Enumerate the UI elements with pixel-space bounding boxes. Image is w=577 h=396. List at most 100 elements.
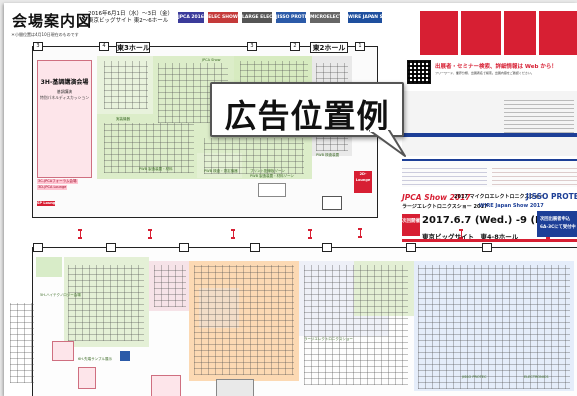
ad-block-red-4	[539, 11, 577, 55]
map-note: ＊小間位置は4月10日現在のものです	[11, 32, 79, 37]
keynote-line: 特別パネルディスカッション	[39, 95, 90, 100]
booth-grid	[104, 123, 194, 173]
booth-box	[258, 183, 286, 197]
logo-large-electronics: LARGE ELECTRONICS	[242, 12, 272, 23]
seminar-room	[52, 341, 74, 361]
door-marker: 4	[99, 42, 109, 51]
ad-position-callout: 広告位置例	[210, 82, 404, 137]
booth-grid	[204, 138, 304, 174]
zone-orange-light	[199, 288, 239, 328]
logo-elec: ELEC SHOW	[208, 12, 238, 23]
zone-label: PWB 検査・測定機器	[204, 169, 238, 173]
keynote-hall: 3H-基調講演会場 基調講演 特別パネルディスカッション	[37, 60, 92, 178]
zone-label: PWB 製造装置・材料	[139, 167, 173, 171]
show-line-large: ラージエレクトロニクスショー 2017	[402, 204, 488, 210]
zone-label: JPCA Show	[202, 58, 221, 62]
door-marker: 3	[247, 42, 257, 51]
venue-line: 東京ビッグサイト 東2～6ホール	[88, 18, 169, 24]
passage-arrow	[148, 229, 152, 239]
zone-green-mid	[354, 261, 414, 316]
event-date: 2016年6月1日（水）～3日（金） 東京ビッグサイト 東2～6ホール	[88, 11, 173, 25]
logo-wire-japan: WIRE JAPAN SHOW	[348, 12, 382, 23]
sp-lounge-left: SP Lounge	[37, 201, 58, 206]
next-apply-line1: 次回出展者申込	[540, 217, 571, 222]
door-marker: 3	[33, 42, 43, 51]
booth-grid	[10, 303, 34, 383]
zone-label: PWB 製造装置・材料ゾーン	[250, 174, 294, 178]
door-marker: 2	[290, 42, 300, 51]
hall-label-east3: 東3ホール	[116, 42, 150, 53]
seminar-room	[216, 379, 254, 396]
next-apply-line2: 6A-3Cにて受付中	[540, 225, 576, 230]
zone-label: ラージエレクトロニクスショー	[304, 337, 353, 341]
info-text-block	[402, 165, 487, 185]
zone-green-bottom	[197, 153, 242, 178]
door-marker	[179, 243, 189, 252]
info-text-block	[492, 165, 577, 185]
door-marker	[106, 243, 116, 252]
logo-jpca: JPCA 2016	[178, 12, 204, 23]
zone-green-lower	[64, 257, 149, 347]
list-text-block	[504, 99, 574, 133]
forum-label: 3C-JPCAフォーラム会場	[37, 179, 78, 184]
keynote-hall-title: 3H-基調講演会場	[40, 79, 89, 86]
booth-grid	[304, 265, 408, 385]
search-promo-headline: 出展者・セミナー検索、詳細情報は Web から！	[435, 64, 557, 70]
zone-light-green	[97, 56, 153, 114]
page-title: 会場案内図	[12, 12, 93, 30]
next-show-badge: 次回開催	[402, 214, 420, 236]
door-marker	[33, 243, 43, 252]
sp-lounge-right: 2D-Lounge	[354, 171, 372, 193]
door-marker	[406, 243, 416, 252]
booth-grid	[68, 265, 144, 341]
booth-box	[322, 196, 342, 210]
seminar-room	[151, 375, 181, 396]
passage-arrow	[78, 229, 82, 239]
zone-label: 5H-ハイテクノロジー会場	[40, 293, 81, 297]
ad-position-label: 広告位置例	[224, 97, 390, 135]
door-marker	[482, 243, 492, 252]
ad-block-red-2	[461, 11, 501, 55]
info-booth	[120, 351, 130, 361]
show-line-wire: WIRE Japan Show 2017	[479, 203, 544, 209]
zone-label: PWB 検査装置	[316, 153, 340, 157]
passage-arrow	[308, 229, 312, 239]
booth-grid	[194, 265, 294, 375]
next-show-date: 2017.6.7 (Wed.) -9 (Fri.)	[422, 215, 558, 226]
zone-label: 実装機器	[116, 117, 130, 121]
search-promo-text: フリーワード、業界分類、出展者名で検索。出展内容をご確認ください。	[435, 71, 534, 75]
booth-grid	[104, 61, 148, 109]
brochure-sheet: 会場案内図 2016年6月1日（水）～3日（金） 東京ビッグサイト 東2～6ホー…	[4, 3, 577, 396]
zone-pink-lower	[149, 261, 189, 311]
zone-label: プリント配線板ゾーン	[250, 169, 285, 173]
navy-rule	[402, 133, 577, 137]
passage-arrow	[459, 229, 463, 239]
logo-micro: MICROELECTRONICS	[310, 12, 340, 23]
door-marker: 1	[355, 42, 365, 51]
banner-red-rule	[402, 239, 577, 242]
hall-label-east2: 東2ホール	[310, 42, 348, 53]
zone-label: JISSO PROTEC	[462, 375, 487, 379]
ad-block-red-1	[420, 11, 458, 55]
next-show-venue: 東京ビッグサイト 東4-8ホール	[422, 233, 519, 241]
keynote-line: 基調講演	[56, 89, 73, 94]
qr-code[interactable]	[407, 60, 431, 84]
door-marker	[250, 243, 260, 252]
door-marker	[322, 243, 332, 252]
lounge-label: 3D-JPCA Lounge	[37, 185, 68, 190]
zone-label: 6H-先端サンプル展示	[78, 357, 113, 361]
show-title-micro: 2017 マイクロエレクトロニクスショー	[454, 194, 545, 200]
zone-label: ELECTRONICS	[524, 375, 549, 379]
logo-jisso-protec: JISSO PROTEC 2016	[276, 12, 306, 23]
zone-blue	[414, 261, 574, 391]
passage-arrow	[231, 229, 235, 239]
booth-grid	[154, 265, 186, 307]
booth-grid	[418, 265, 570, 389]
show-title-jisso: JISSO PROTEC	[526, 192, 577, 201]
zone-green-small	[36, 257, 62, 277]
show-title-jpca: JPCA Show 2017	[402, 193, 471, 202]
next-apply-panel	[537, 211, 577, 237]
passage-arrow	[358, 228, 362, 238]
seminar-room	[78, 367, 96, 389]
ad-block-red-3	[504, 11, 536, 55]
